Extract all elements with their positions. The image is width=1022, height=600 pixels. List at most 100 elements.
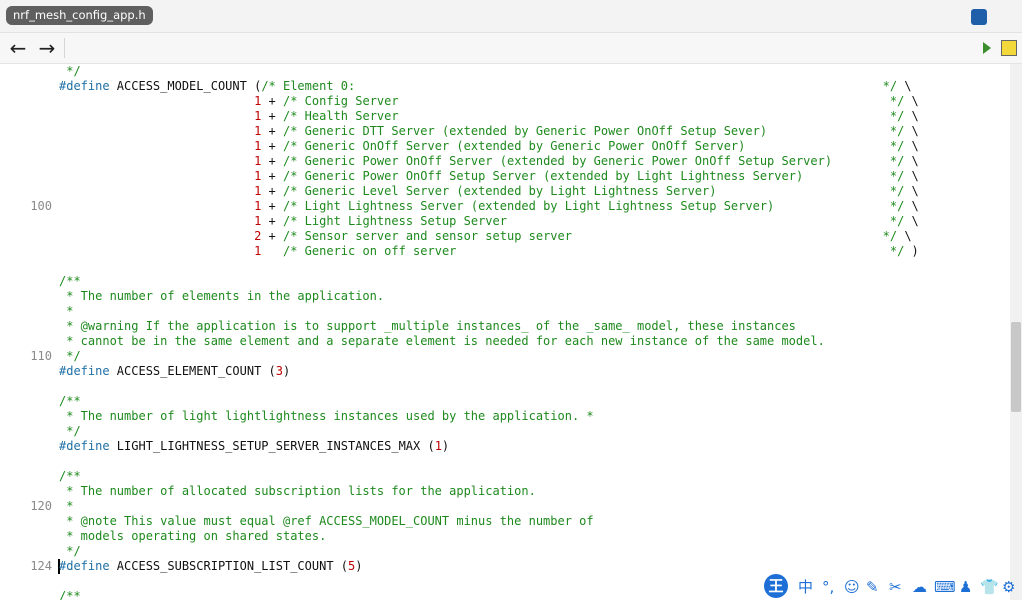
code-line[interactable]: [0, 454, 1010, 469]
code-token: [59, 124, 254, 138]
code-line[interactable]: /**: [0, 274, 1010, 289]
code-token: \: [904, 199, 919, 213]
code-token: \: [904, 124, 919, 138]
code-line[interactable]: #define ACCESS_ELEMENT_COUNT (3): [0, 364, 1010, 379]
code-line[interactable]: #define ACCESS_MODEL_COUNT (/* Element 0…: [0, 79, 1010, 94]
code-token: +: [261, 229, 283, 243]
ime-screenshot-icon[interactable]: ✂: [889, 578, 902, 596]
code-line[interactable]: 1 + /* Generic Power OnOff Server (exten…: [0, 154, 1010, 169]
ime-punctuation-icon[interactable]: °,: [822, 578, 835, 596]
code-line[interactable]: * @warning If the application is to supp…: [0, 319, 1010, 334]
code-line[interactable]: 1 /* Generic on off server */ ): [0, 244, 1010, 259]
code-line[interactable]: /**: [0, 589, 1010, 600]
ime-chinese-mode-icon[interactable]: 中: [798, 578, 814, 596]
code-token: /* Element 0: */: [261, 79, 898, 93]
ime-handwriting-icon[interactable]: ✎: [866, 578, 879, 596]
code-token: /* Generic Power OnOff Setup Server (ext…: [283, 169, 905, 183]
code-token: /* Generic DTT Server (extended by Gener…: [283, 124, 905, 138]
code-line[interactable]: #define LIGHT_LIGHTNESS_SETUP_SERVER_INS…: [0, 439, 1010, 454]
code-text: /**: [59, 469, 81, 484]
code-token: [59, 199, 254, 213]
code-token: 1: [254, 109, 262, 123]
code-token: +: [261, 154, 283, 168]
back-arrow-icon[interactable]: ←: [9, 36, 27, 60]
ime-keyboard-icon[interactable]: ⌨: [934, 578, 956, 596]
code-token: [59, 94, 254, 108]
ime-settings-icon[interactable]: ⚙: [1002, 578, 1016, 596]
code-token: #define: [59, 559, 110, 573]
code-line[interactable]: * The number of elements in the applicat…: [0, 289, 1010, 304]
ime-user-icon[interactable]: ♟: [959, 578, 973, 596]
code-line[interactable]: 1 + /* Light Lightness Setup Server */ \: [0, 214, 1010, 229]
run-icon[interactable]: [983, 42, 991, 54]
code-token: [59, 139, 254, 153]
code-token: ): [355, 559, 363, 573]
code-text: #define LIGHT_LIGHTNESS_SETUP_SERVER_INS…: [59, 439, 449, 454]
code-line[interactable]: *: [0, 304, 1010, 319]
code-token: /* Generic OnOff Server (extended by Gen…: [283, 139, 905, 153]
code-token: \: [904, 169, 919, 183]
code-token: /**: [59, 394, 81, 408]
code-line[interactable]: 1 + /* Generic Level Server (extended by…: [0, 184, 1010, 199]
ime-cloud-icon[interactable]: ☁: [912, 578, 927, 596]
code-line[interactable]: 110 */: [0, 349, 1010, 364]
text-cursor: [58, 559, 60, 574]
ime-skin-icon[interactable]: 👕: [980, 578, 999, 596]
code-text: #define ACCESS_MODEL_COUNT (/* Element 0…: [59, 79, 912, 94]
code-line[interactable]: 1 + /* Health Server */ \: [0, 109, 1010, 124]
code-token: \: [904, 109, 919, 123]
code-line[interactable]: 120 *: [0, 499, 1010, 514]
code-line[interactable]: */: [0, 64, 1010, 79]
scrollbar-thumb[interactable]: [1011, 322, 1021, 412]
code-line[interactable]: * cannot be in the same element and a se…: [0, 334, 1010, 349]
code-token: /**: [59, 469, 81, 483]
ime-logo-icon[interactable]: 王: [764, 574, 788, 598]
code-editor[interactable]: */#define ACCESS_MODEL_COUNT (/* Element…: [0, 64, 1010, 600]
code-line[interactable]: * The number of light lightlightness ins…: [0, 409, 1010, 424]
code-line[interactable]: 1 + /* Config Server */ \: [0, 94, 1010, 109]
code-line[interactable]: 2 + /* Sensor server and sensor setup se…: [0, 229, 1010, 244]
code-line[interactable]: 1 + /* Generic Power OnOff Setup Server …: [0, 169, 1010, 184]
code-token: \: [904, 94, 919, 108]
tab-bar: nrf_mesh_config_app.h: [0, 0, 1022, 33]
code-line[interactable]: */: [0, 424, 1010, 439]
code-text: * @warning If the application is to supp…: [59, 319, 796, 334]
forward-arrow-icon[interactable]: →: [38, 36, 56, 60]
code-token: \: [904, 154, 919, 168]
code-token: +: [261, 169, 283, 183]
code-line[interactable]: [0, 259, 1010, 274]
code-token: \: [904, 214, 919, 228]
code-token: #define: [59, 79, 110, 93]
code-token: /* Light Lightness Server (extended by L…: [283, 199, 905, 213]
code-line[interactable]: * The number of allocated subscription l…: [0, 484, 1010, 499]
code-token: \: [897, 79, 912, 93]
code-line[interactable]: /**: [0, 394, 1010, 409]
code-line[interactable]: 100 1 + /* Light Lightness Server (exten…: [0, 199, 1010, 214]
code-token: ACCESS_SUBSCRIPTION_LIST_COUNT (: [109, 559, 348, 573]
code-token: * The number of light lightlightness ins…: [59, 409, 594, 423]
code-token: 1: [254, 169, 262, 183]
code-line[interactable]: * models operating on shared states.: [0, 529, 1010, 544]
code-token: * cannot be in the same element and a se…: [59, 334, 825, 348]
code-line[interactable]: 1 + /* Generic DTT Server (extended by G…: [0, 124, 1010, 139]
code-token: +: [261, 124, 283, 138]
code-token: * The number of allocated subscription l…: [59, 484, 536, 498]
code-line[interactable]: 1 + /* Generic OnOff Server (extended by…: [0, 139, 1010, 154]
code-token: \: [897, 229, 912, 243]
code-line[interactable]: [0, 379, 1010, 394]
code-text: 1 + /* Generic OnOff Server (extended by…: [59, 139, 919, 154]
code-line[interactable]: */: [0, 544, 1010, 559]
code-token: +: [261, 109, 283, 123]
code-text: * The number of allocated subscription l…: [59, 484, 536, 499]
code-line[interactable]: 124#define ACCESS_SUBSCRIPTION_LIST_COUN…: [0, 559, 1010, 574]
grid-icon[interactable]: [1001, 40, 1017, 56]
file-tab[interactable]: nrf_mesh_config_app.h: [6, 6, 153, 25]
code-line[interactable]: * @note This value must equal @ref ACCES…: [0, 514, 1010, 529]
code-token: */: [59, 424, 81, 438]
panel-menu-icon[interactable]: [971, 9, 987, 25]
ime-emoji-icon[interactable]: ☺: [844, 578, 860, 596]
code-token: /* Config Server */: [283, 94, 905, 108]
vertical-scrollbar[interactable]: [1010, 64, 1022, 600]
code-line[interactable]: /**: [0, 469, 1010, 484]
code-text: 1 + /* Light Lightness Setup Server */ \: [59, 214, 919, 229]
